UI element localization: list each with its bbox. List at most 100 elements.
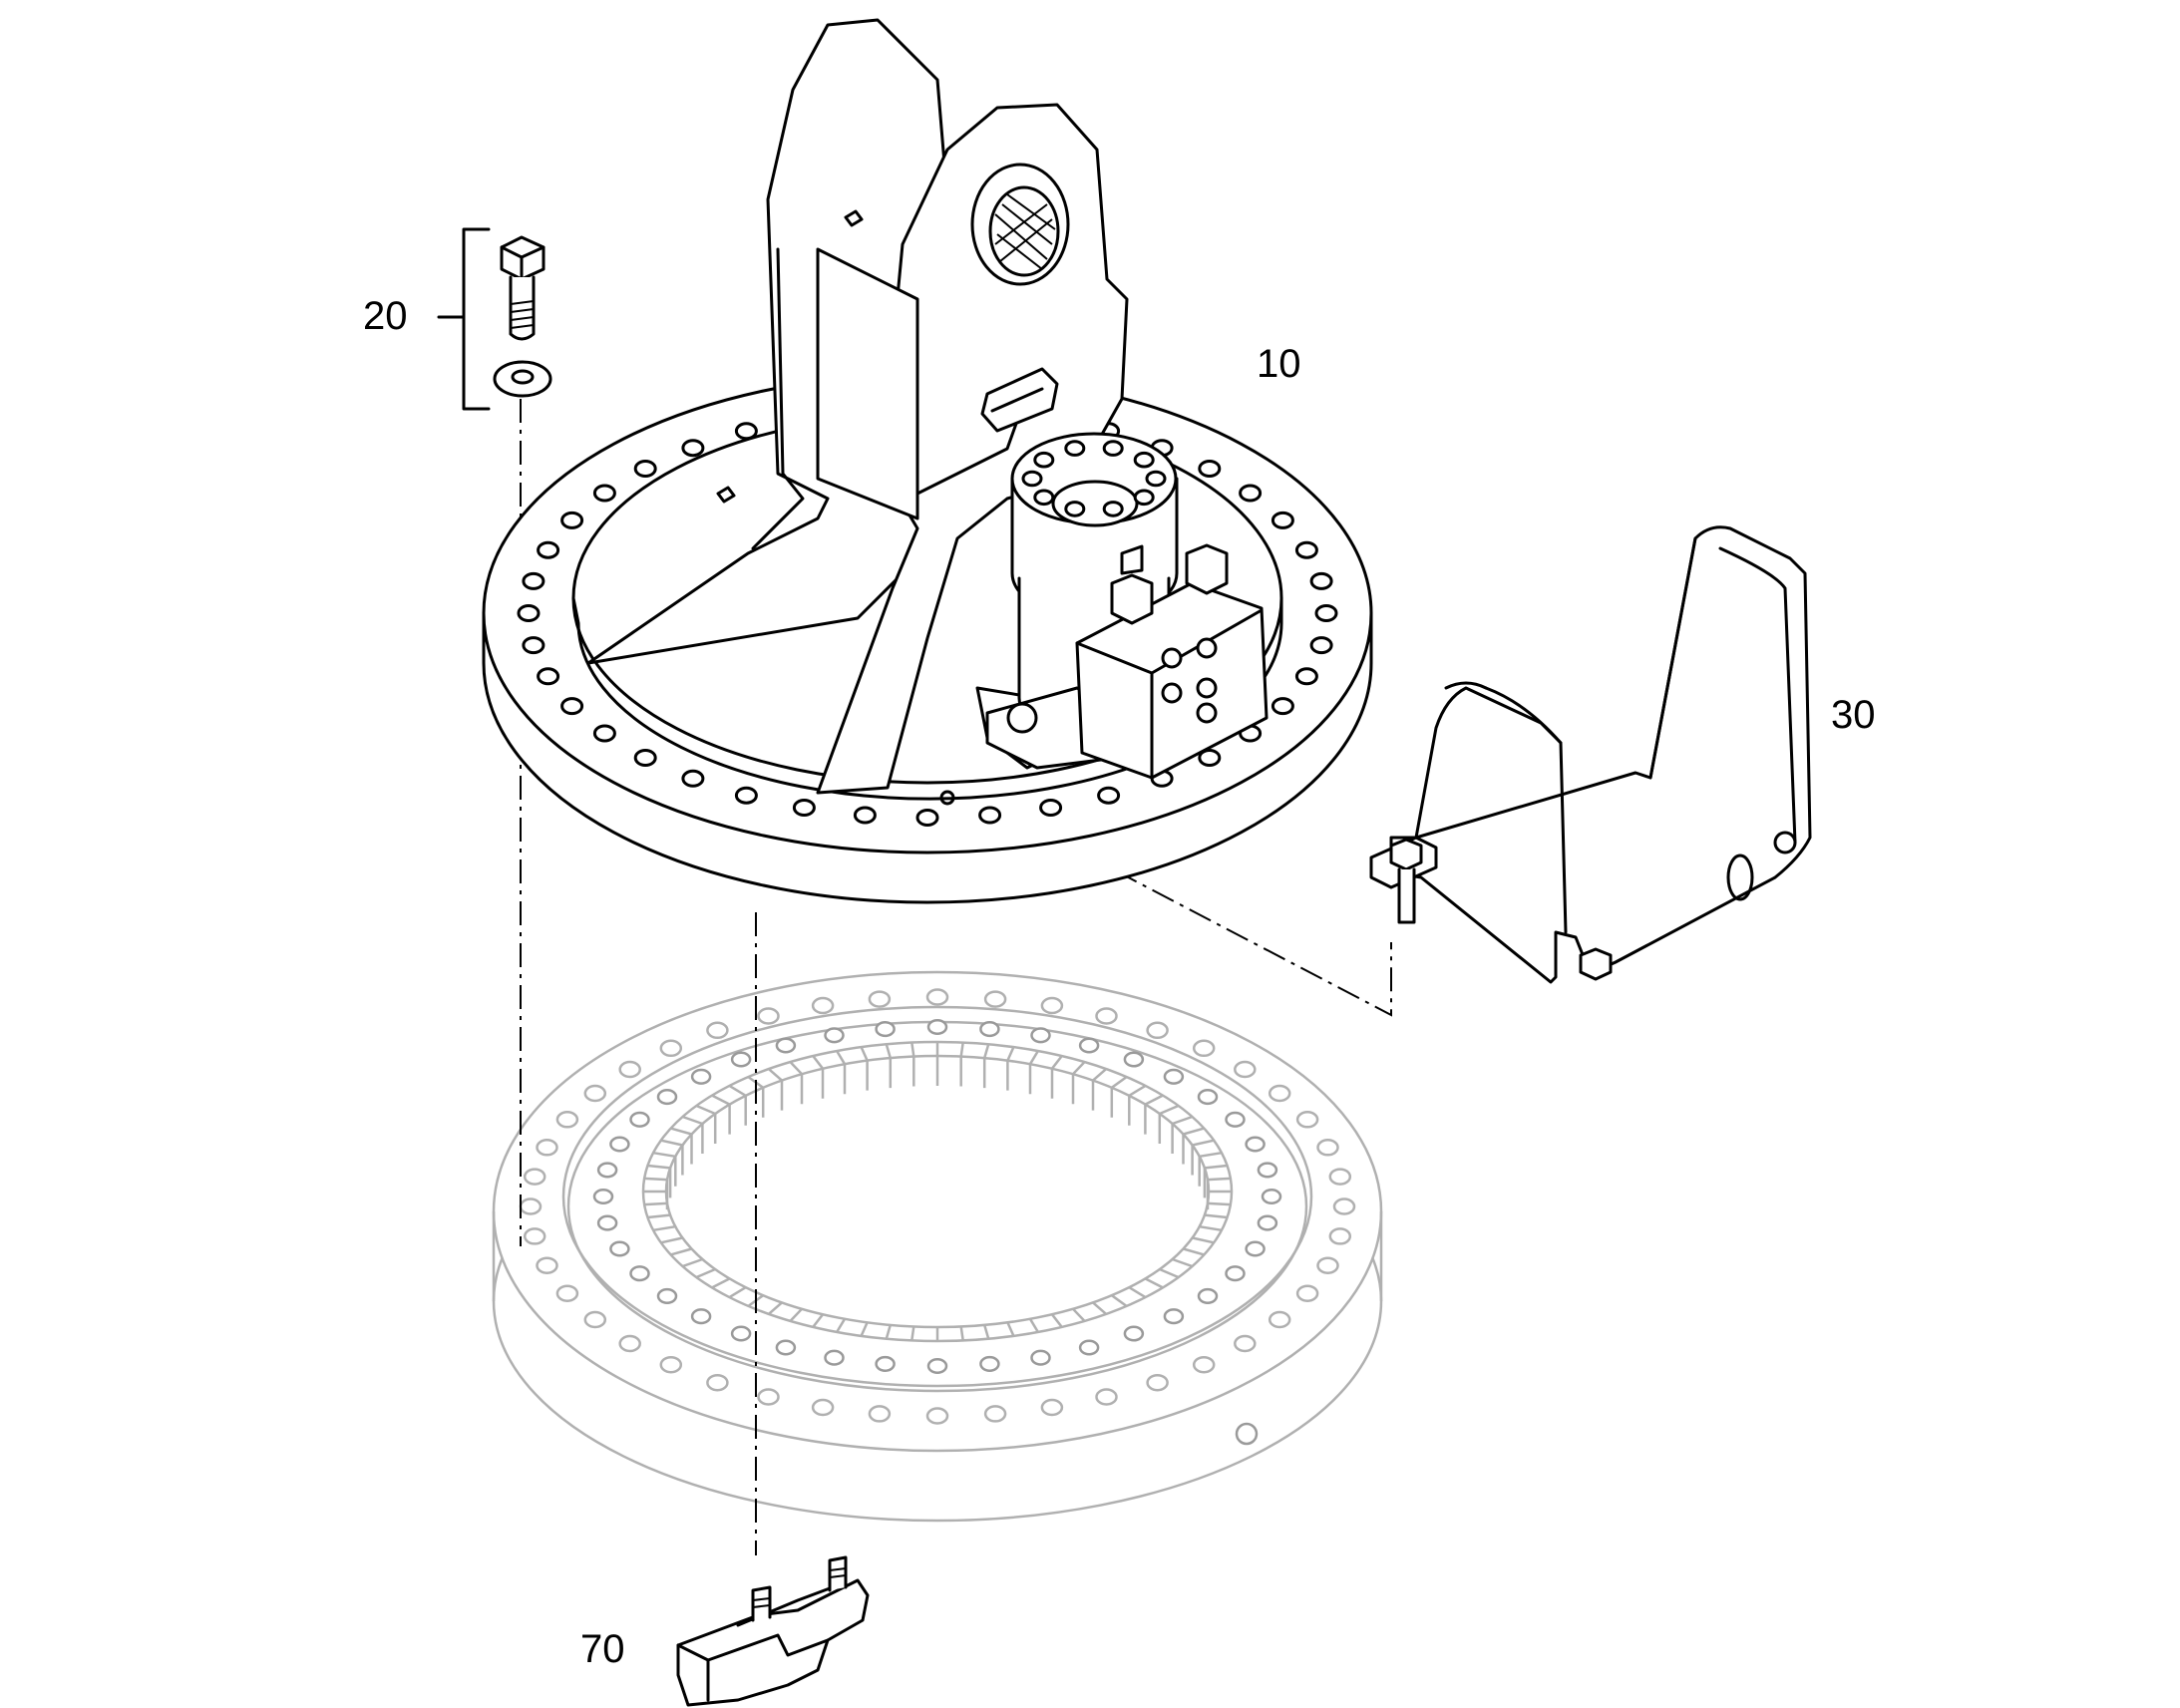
gear-tooth bbox=[1072, 1307, 1086, 1322]
bolt-hole bbox=[681, 439, 705, 458]
bolt-hole bbox=[1328, 1168, 1352, 1186]
bolt-hole bbox=[1245, 1240, 1266, 1257]
gear-tooth bbox=[1192, 1236, 1215, 1244]
bolt-hole bbox=[1146, 1373, 1169, 1392]
bolt-hole bbox=[1314, 604, 1338, 622]
bolt-hole bbox=[1225, 1265, 1246, 1282]
gear-tooth bbox=[959, 1042, 964, 1087]
gear-tooth bbox=[670, 1247, 692, 1256]
bolt-hole bbox=[979, 1021, 1000, 1038]
bolt-hole bbox=[730, 1325, 752, 1342]
bolt-hole bbox=[1123, 1325, 1145, 1342]
bolt-hole bbox=[523, 1168, 546, 1186]
gear-tooth bbox=[647, 1164, 672, 1198]
gear-tooth bbox=[1028, 1050, 1039, 1095]
gear-tooth bbox=[1191, 1139, 1215, 1176]
gear-tooth bbox=[652, 1224, 676, 1232]
bolt-hole bbox=[633, 460, 657, 478]
bolt-hole bbox=[519, 1197, 543, 1215]
bolt-hole bbox=[1021, 470, 1043, 488]
gear-tooth bbox=[836, 1050, 847, 1095]
bolt-hole bbox=[1234, 1060, 1257, 1079]
bolt-hole bbox=[1033, 451, 1055, 469]
cover-guard bbox=[1369, 525, 1812, 984]
gear-tooth bbox=[836, 1318, 847, 1333]
bolt-hole bbox=[1198, 460, 1222, 478]
bolt-hole bbox=[915, 809, 939, 827]
bolt-hole bbox=[757, 1007, 780, 1025]
bolt-hole bbox=[978, 806, 1002, 825]
bolt-hole bbox=[1197, 1287, 1219, 1304]
gear-tooth bbox=[1128, 1286, 1147, 1299]
gear-tooth bbox=[644, 1177, 669, 1210]
bolt-hole bbox=[1040, 996, 1064, 1015]
clamp-bracket bbox=[676, 1555, 870, 1707]
gear-tooth bbox=[711, 1277, 731, 1289]
bolt-hole bbox=[659, 1039, 683, 1058]
bolt-hole bbox=[1239, 484, 1263, 503]
bolt-hole bbox=[555, 1111, 579, 1129]
bolt-hole bbox=[811, 996, 835, 1015]
bolt-hole bbox=[1316, 1139, 1339, 1157]
gear-tooth bbox=[1092, 1301, 1108, 1315]
bolt-hole bbox=[983, 990, 1007, 1008]
bolt-hole bbox=[1268, 1310, 1291, 1329]
gear-tooth bbox=[644, 1201, 668, 1206]
gear-tooth bbox=[1172, 1257, 1193, 1268]
bolt-hole bbox=[775, 1339, 797, 1356]
gear-tooth bbox=[860, 1321, 869, 1337]
bolt-hole bbox=[1102, 440, 1124, 457]
gear-tooth bbox=[1028, 1318, 1039, 1333]
bolt-hole bbox=[536, 1256, 558, 1274]
bolt-hole bbox=[1192, 1355, 1216, 1374]
bolt-hole bbox=[1332, 1197, 1356, 1215]
bolt-hole bbox=[618, 1334, 641, 1353]
bolt-hole bbox=[1294, 667, 1318, 686]
gear-tooth bbox=[711, 1094, 731, 1135]
gear-tooth bbox=[1050, 1055, 1063, 1099]
bolt-hole bbox=[979, 1355, 1000, 1372]
bolt-hole bbox=[1039, 799, 1063, 817]
bolt-hole bbox=[537, 667, 560, 686]
bolt-hole bbox=[1225, 1111, 1246, 1128]
gear-tooth bbox=[1206, 1177, 1231, 1210]
gear-tooth bbox=[767, 1301, 783, 1315]
gear-tooth bbox=[1159, 1267, 1180, 1279]
bolt-hole bbox=[1197, 1089, 1219, 1106]
bolt-hole bbox=[536, 1139, 558, 1157]
bolt-hole bbox=[583, 1310, 607, 1329]
bolt-hole bbox=[983, 1405, 1007, 1423]
gear-tooth bbox=[767, 1068, 784, 1111]
bolt-hole bbox=[1309, 571, 1333, 590]
gear-tooth bbox=[728, 1286, 747, 1299]
bolt-hole bbox=[522, 571, 545, 590]
bolt-hole bbox=[824, 1349, 845, 1366]
bolt-hole bbox=[609, 1240, 630, 1257]
gear-tooth bbox=[728, 1084, 747, 1126]
bolt-hole bbox=[926, 1018, 948, 1036]
bolt-hole bbox=[618, 1060, 641, 1079]
gear-tooth bbox=[1111, 1294, 1128, 1307]
gear-tooth bbox=[789, 1061, 804, 1105]
bolt-hole bbox=[1078, 1339, 1100, 1356]
bolt-hole bbox=[1257, 1162, 1278, 1179]
gear-tooth bbox=[1158, 1104, 1180, 1144]
gear-tooth bbox=[1199, 1224, 1223, 1232]
bolt-hole bbox=[659, 1355, 683, 1374]
swivel-frame bbox=[482, 18, 1373, 904]
bolt-hole bbox=[517, 604, 541, 622]
gear-tooth bbox=[1183, 1247, 1205, 1256]
bolt-hole bbox=[875, 1355, 896, 1372]
bolt-hole bbox=[1146, 1021, 1169, 1040]
bolt-hole bbox=[656, 1089, 678, 1106]
bolt-hole bbox=[926, 1357, 948, 1375]
bolt-hole bbox=[560, 511, 584, 529]
bolt-hole bbox=[811, 1398, 835, 1417]
bolt-hole bbox=[706, 1373, 729, 1392]
bolt-hole bbox=[925, 1407, 949, 1425]
bolt-hole bbox=[868, 990, 892, 1008]
bolt-hole bbox=[875, 1021, 896, 1038]
bolt-hole bbox=[1163, 1308, 1185, 1325]
bolt-hole bbox=[1271, 511, 1294, 529]
